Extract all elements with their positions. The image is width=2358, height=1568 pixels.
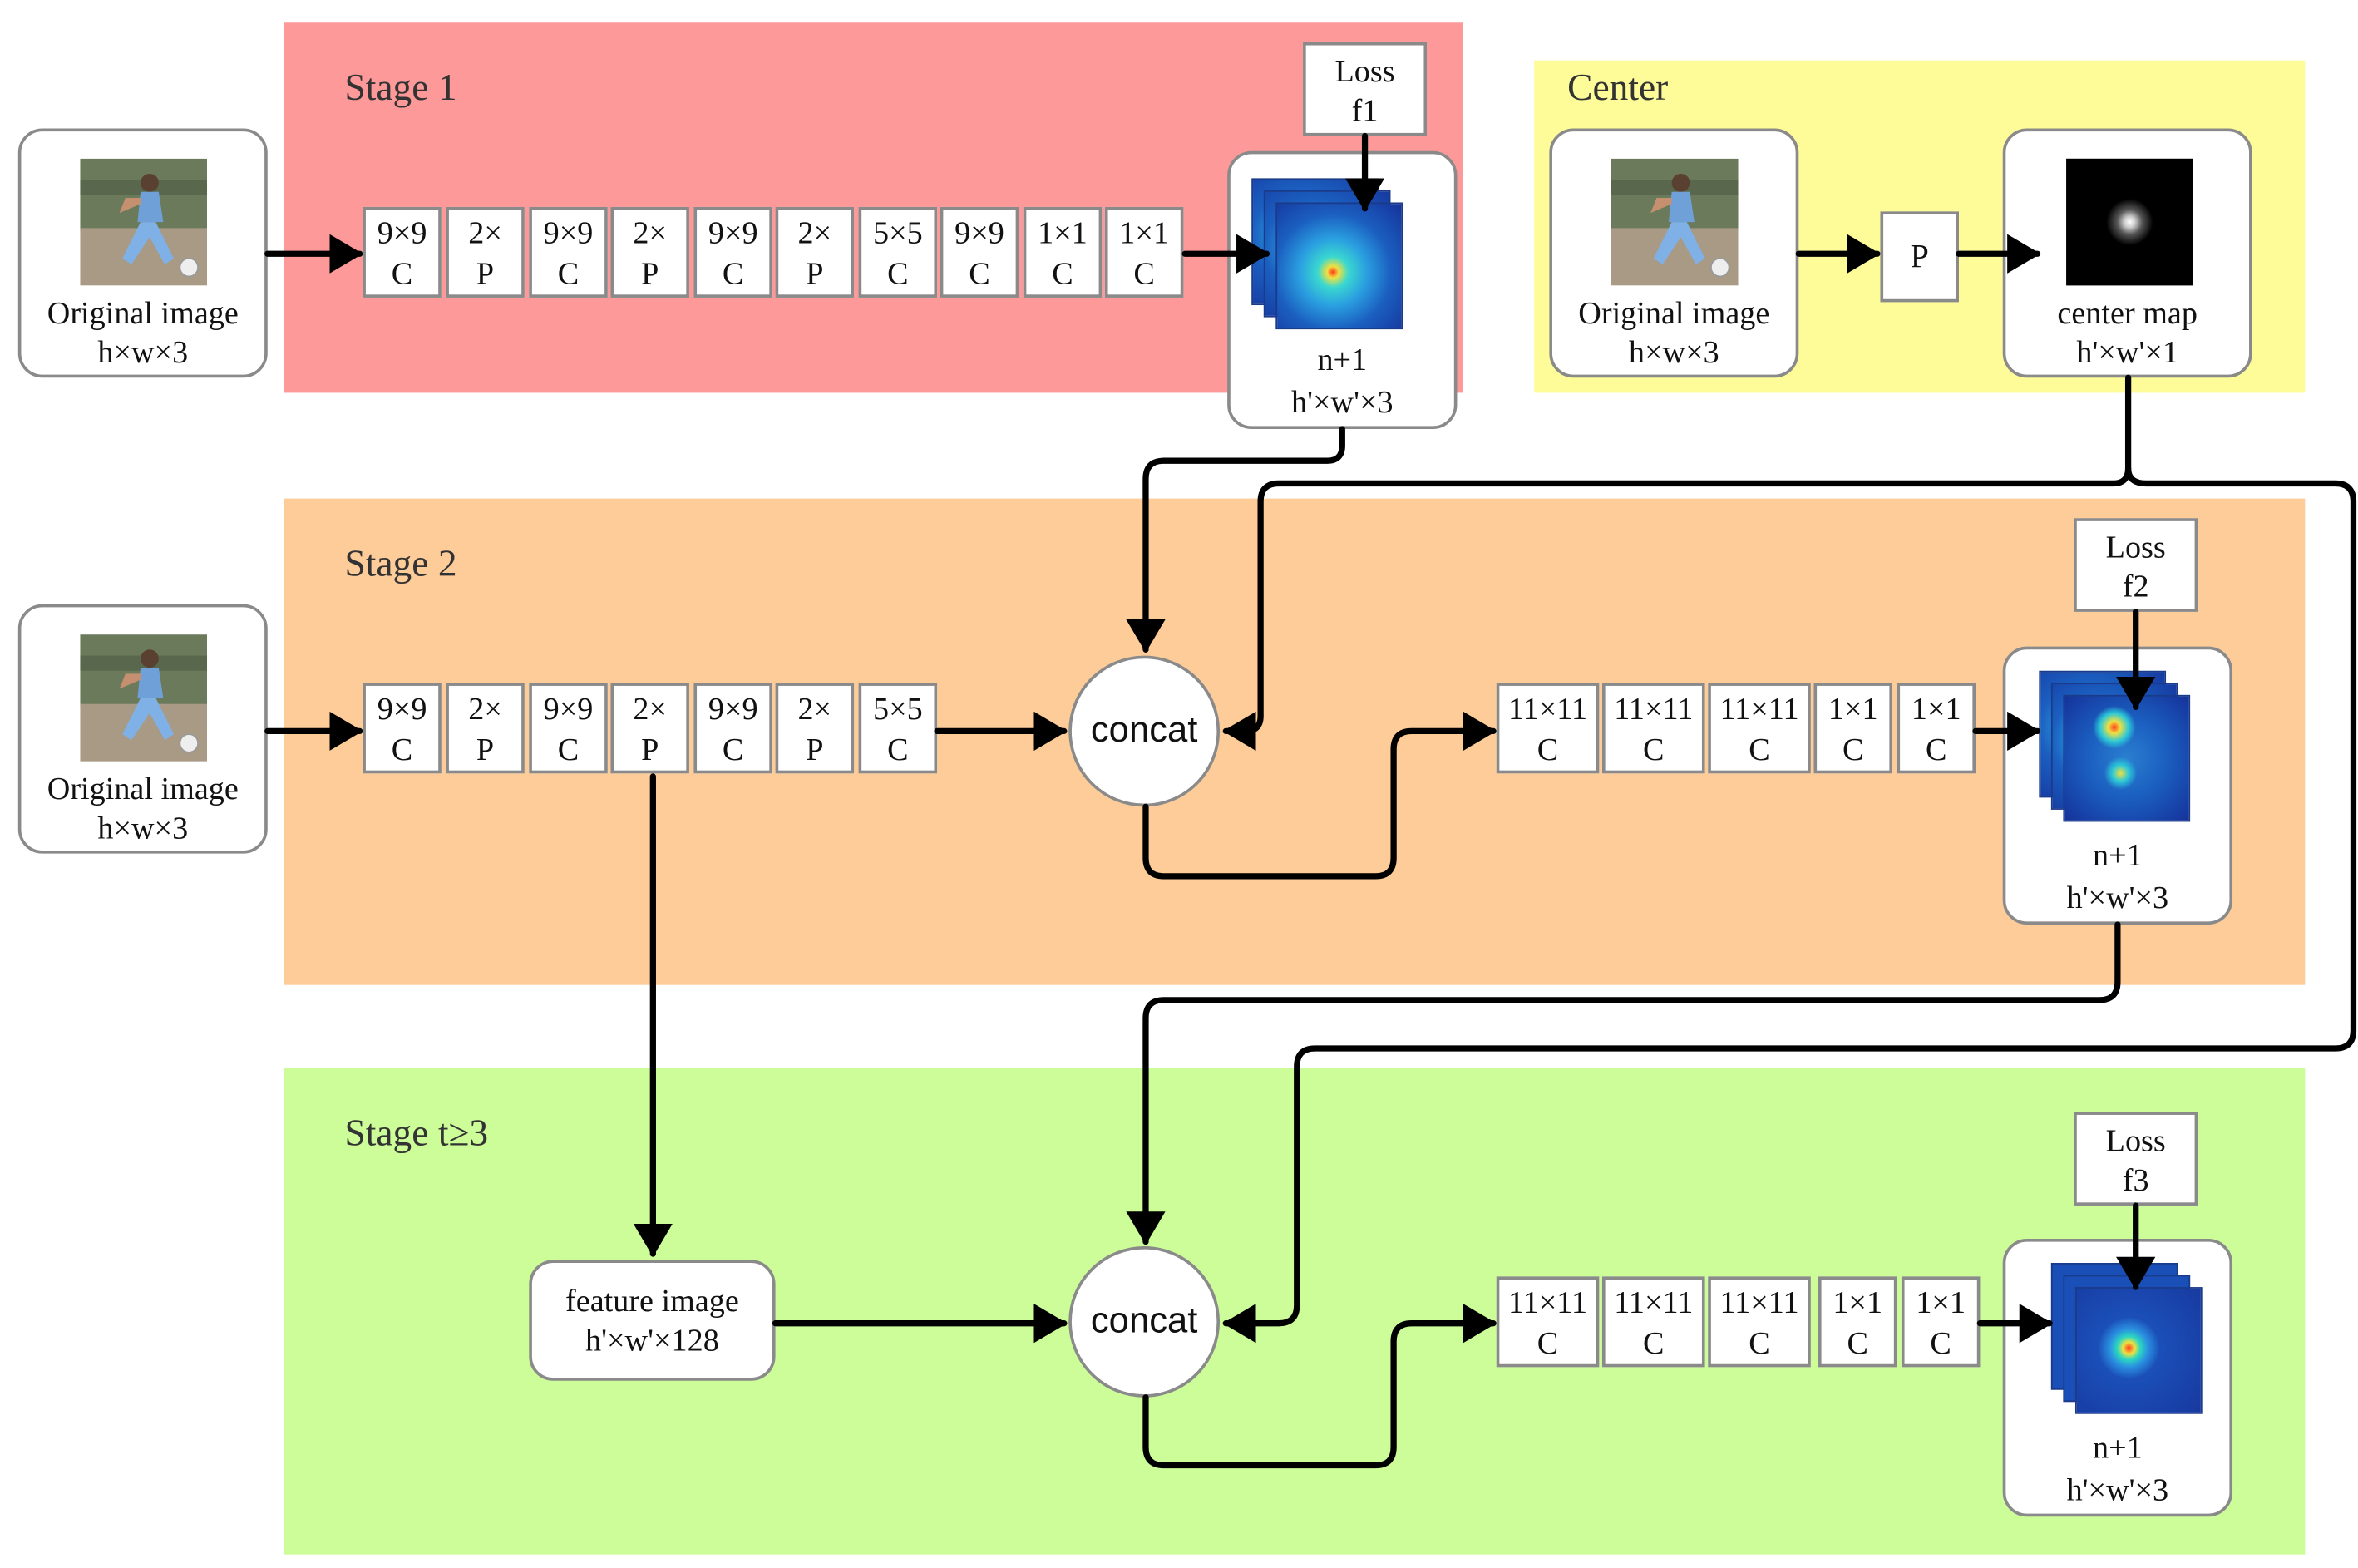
center-map-gaussian — [2066, 158, 2193, 286]
stage2-pool-layer-3: 2×P — [775, 683, 855, 774]
image-dims: h×w×3 — [1628, 333, 1719, 371]
stage2-concat-node: concat — [1068, 655, 1221, 807]
image-label: Original image — [47, 294, 239, 331]
soccer-player-thumbnail — [80, 634, 208, 762]
arrow-concat2-to-post-layers — [1142, 711, 1497, 880]
stage2-original-image-box: Original image h×w×3 — [17, 604, 268, 854]
stage3-title: Stage t≥3 — [344, 1113, 489, 1155]
arrow-stage2-belief-to-concat3 — [1126, 921, 2121, 1245]
arrow-stage1-belief-to-concat2 — [1126, 426, 1345, 653]
feature-image-box: feature image h'×w'×128 — [529, 1260, 776, 1381]
arrow-center-map-to-concat2 — [1222, 374, 2132, 752]
image-label: Original image — [47, 770, 239, 807]
stage1-pool-layer-1: 2×P — [446, 206, 525, 298]
stage3-belief-map-box: n+1 h'×w'×3 — [2002, 1238, 2233, 1517]
stage2-title: Stage 2 — [344, 544, 457, 585]
center-original-image-box: Original image h×w×3 — [1549, 128, 1799, 378]
stage3-output-dims: h'×w'×3 — [2066, 1471, 2169, 1508]
image-dims: h×w×3 — [97, 333, 189, 371]
stage1-title: Stage 1 — [344, 67, 457, 109]
stage2-pool-layer-2: 2×P — [610, 683, 689, 774]
arrow-center-map-to-concat3 — [1222, 465, 2357, 1344]
stage3-output-count: n+1 — [2093, 1428, 2143, 1466]
feature-image-label: feature image — [565, 1282, 739, 1319]
stage2-output-dims: h'×w'×3 — [2066, 879, 2169, 916]
center-map-label: center map — [2057, 294, 2198, 331]
soccer-player-thumbnail — [1611, 158, 1739, 286]
stage1-original-image-box: Original image h×w×3 — [17, 128, 268, 378]
feature-image-dims: h'×w'×128 — [585, 1321, 719, 1358]
image-label: Original image — [1578, 294, 1770, 331]
stage2-belief-map-box: n+1 h'×w'×3 — [2002, 646, 2233, 925]
heatmap-layer-front — [1275, 202, 1403, 330]
arrow-concat3-to-post-layers — [1142, 1304, 1497, 1469]
soccer-player-thumbnail — [80, 158, 208, 286]
center-title: Center — [1567, 67, 1669, 109]
stage2-output-count: n+1 — [2093, 836, 2143, 874]
stage1-output-dims: h'×w'×3 — [1290, 383, 1394, 421]
stage3-concat-node: concat — [1068, 1246, 1221, 1398]
stage1-pool-layer-3: 2×P — [775, 206, 855, 298]
image-dims: h×w×3 — [97, 809, 189, 846]
heatmap-layer-front — [2063, 694, 2191, 822]
center-pool-box: P — [1880, 211, 1959, 303]
stage1-output-count: n+1 — [1317, 341, 1368, 378]
stage2-pool-layer-1: 2×P — [446, 683, 525, 774]
stage1-pool-layer-2: 2×P — [610, 206, 689, 298]
center-map-dims: h'×w'×1 — [2076, 333, 2178, 371]
